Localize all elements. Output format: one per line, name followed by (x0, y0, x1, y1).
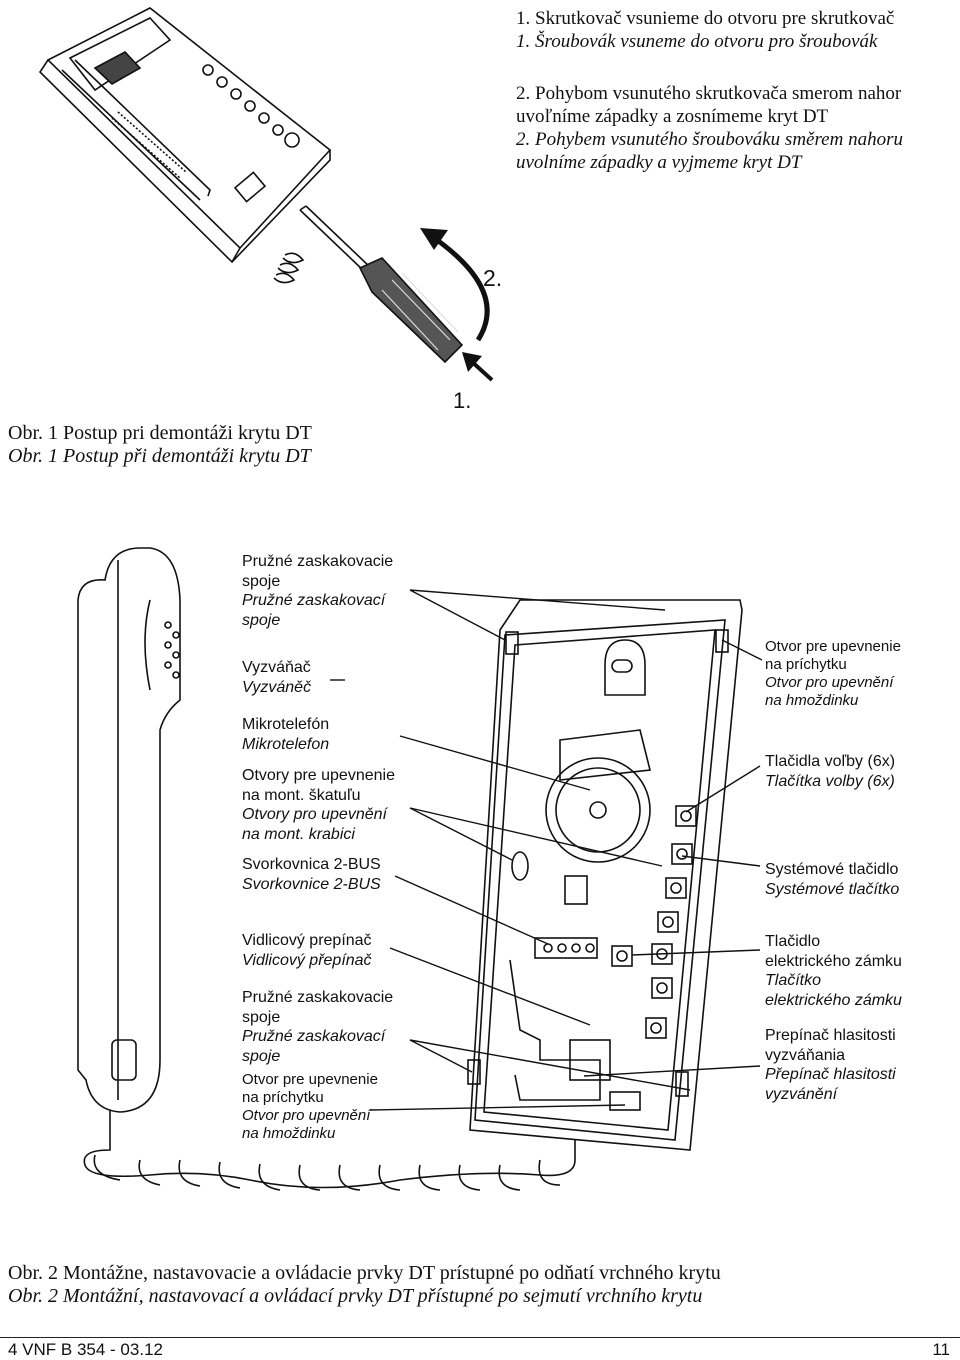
label-selection-buttons: Tlačidla voľby (6x) Tlačítka volby (6x) (765, 753, 896, 790)
figure1-caption: Obr. 1 Postup pri demontáži krytu DT Obr… (8, 422, 312, 468)
intercom-unit-illustration (38, 7, 332, 284)
footer-page-number: 11 (932, 1340, 950, 1359)
label-lock-button: Tlačidlo elektrického zámku Tlačítko ele… (765, 933, 902, 1009)
step1-sk: 1. Skrutkovač vsunieme do otvoru pre skr… (516, 8, 895, 29)
label-volume-switch: Prepínač hlasitosti vyzváňania Přepínač … (765, 1027, 896, 1103)
step2-cz-line1: 2. Pohybem vsunutého šroubováku směrem n… (516, 129, 903, 150)
label-ringer: Vyzváňač Vyzváněč (242, 659, 312, 696)
figure1-caption-sk: Obr. 1 Postup pri demontáži krytu DT (8, 422, 312, 444)
instructions: 1. Skrutkovač vsunieme do otvoru pre skr… (516, 7, 956, 174)
figure2-drawing (77, 547, 763, 1191)
step1-cz: 1. Šroubovák vsuneme do otvoru pro šroub… (516, 31, 878, 52)
label-hook-switch: Vidlicový prepínač Vidlicový přepínač (242, 932, 372, 969)
label-mounting-holes: Otvory pre upevnenie na mont. škatuľu Ot… (242, 767, 395, 843)
label-terminal-block: Svorkovnica 2-BUS Svorkovnice 2-BUS (242, 856, 381, 893)
step2-sk-line2: uvoľníme západky a zosnímeme kryt DT (516, 106, 829, 127)
label-handset: Mikrotelefón Mikrotelefon (242, 716, 330, 753)
leader-lines (330, 589, 763, 1111)
label-snap-joints-top: Pružné zaskakovacie spoje Pružné zaskako… (242, 553, 394, 629)
handset-illustration (77, 547, 576, 1191)
base-unit-illustration (467, 599, 743, 1151)
figure2-caption-sk: Obr. 2 Montážne, nastavovacie a ovládaci… (8, 1262, 721, 1284)
figure1-drawing (38, 7, 494, 382)
arrow-label-2: 2. (483, 265, 503, 291)
figure1-caption-cz: Obr. 1 Postup při demontáži krytu DT (8, 445, 311, 467)
label-snap-joints-bottom: Pružné zaskakovacie spoje Pružné zaskako… (242, 989, 394, 1065)
label-dowel-hole-top: Otvor pre upevnenie na príchytku Otvor p… (765, 638, 901, 709)
label-system-button: Systémové tlačidlo Systémové tlačítko (765, 861, 900, 898)
footer-doc-code: 4 VNF B 354 - 03.12 (8, 1340, 163, 1359)
figure2-caption-cz: Obr. 2 Montážní, nastavovací a ovládací … (8, 1285, 703, 1307)
screwdriver-illustration (299, 205, 464, 364)
label-dowel-hole-bottom: Otvor pre upevnenie na príchytku Otvor p… (242, 1071, 378, 1142)
figure2-caption: Obr. 2 Montážne, nastavovacie a ovládaci… (8, 1262, 721, 1308)
step2-cz-line2: uvolníme západky a vyjmeme kryt DT (516, 152, 802, 173)
footer-rule (0, 1337, 960, 1338)
arrow-label-1: 1. (453, 388, 472, 413)
step2-sk-line1: 2. Pohybom vsunutého skrutkovača smerom … (516, 83, 902, 104)
